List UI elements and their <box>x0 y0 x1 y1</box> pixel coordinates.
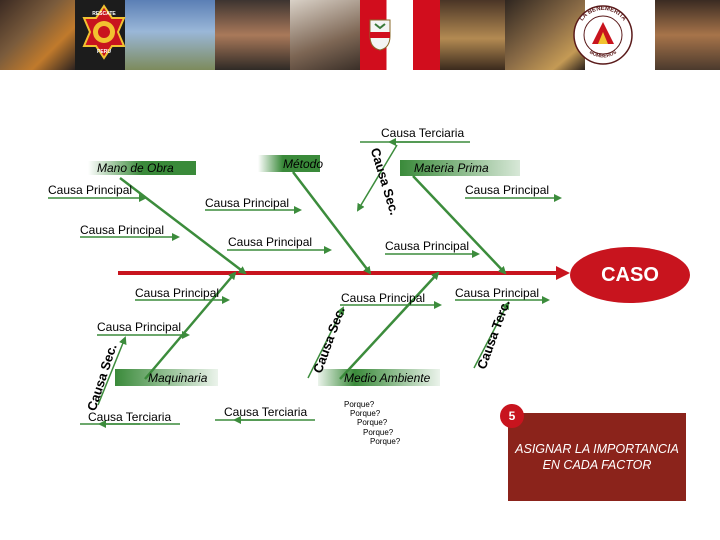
principal-cause-1: Causa Principal <box>48 183 132 197</box>
category-materia-prima: Materia Prima <box>414 161 489 175</box>
category-medio-ambiente: Medio Ambiente <box>344 371 430 385</box>
porque-1: Porque? <box>344 400 374 409</box>
principal-cause-6: Causa Principal <box>385 239 469 253</box>
porque-5: Porque? <box>370 437 400 446</box>
principal-cause-4: Causa Principal <box>80 223 164 237</box>
step-number-badge: 5 <box>500 404 524 428</box>
principal-cause-2: Causa Principal <box>205 196 289 210</box>
bone-metodo <box>293 172 370 273</box>
effect-caso-ellipse: CASO <box>570 247 690 303</box>
bone-medio-ambiente <box>340 273 438 379</box>
porque-2: Porque? <box>350 409 380 418</box>
principal-cause-5: Causa Principal <box>228 235 312 249</box>
category-metodo: Método <box>283 157 323 171</box>
principal-cause-8: Causa Principal <box>341 291 425 305</box>
category-maquinaria: Maquinaria <box>148 371 207 385</box>
top-tertiary-label: Causa Terciaria <box>381 126 464 140</box>
principal-cause-10: Causa Principal <box>97 320 181 334</box>
principal-cause-9: Causa Principal <box>455 286 539 300</box>
factor-callout-box: ASIGNAR LA IMPORTANCIA EN CADA FACTOR <box>508 413 686 501</box>
tertiary-cause-left: Causa Terciaria <box>88 410 171 424</box>
category-mano-de-obra: Mano de Obra <box>97 161 174 175</box>
principal-cause-3: Causa Principal <box>465 183 549 197</box>
tertiary-cause-mid: Causa Terciaria <box>224 405 307 419</box>
porque-3: Porque? <box>357 418 387 427</box>
porque-4: Porque? <box>363 428 393 437</box>
principal-cause-7: Causa Principal <box>135 286 219 300</box>
